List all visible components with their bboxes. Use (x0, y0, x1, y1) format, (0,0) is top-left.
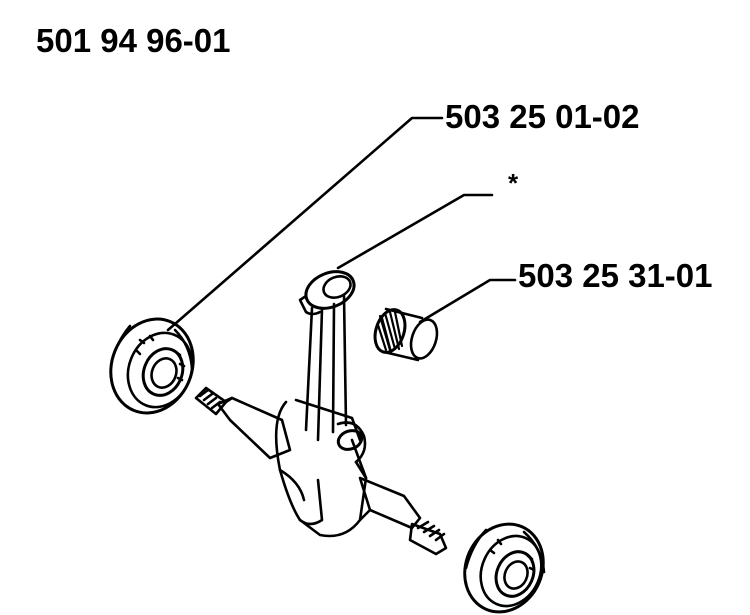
callout-needle-bearing-label: 503 25 31-01 (518, 257, 713, 294)
callout-connecting-rod-label: * (508, 168, 519, 198)
leader-bearing (168, 118, 442, 330)
crankshaft (196, 388, 446, 554)
connecting-rod (300, 265, 360, 440)
bearing-lower-right (451, 511, 557, 615)
leader-rod (338, 195, 492, 268)
assembly-part-number: 501 94 96-01 (36, 22, 231, 59)
leader-lines (168, 118, 515, 330)
bearing-upper-left (97, 307, 207, 426)
callout-bearing-label: 503 25 01-02 (445, 98, 640, 135)
needle-bearing (370, 306, 442, 362)
leader-needle-bearing (420, 280, 515, 322)
